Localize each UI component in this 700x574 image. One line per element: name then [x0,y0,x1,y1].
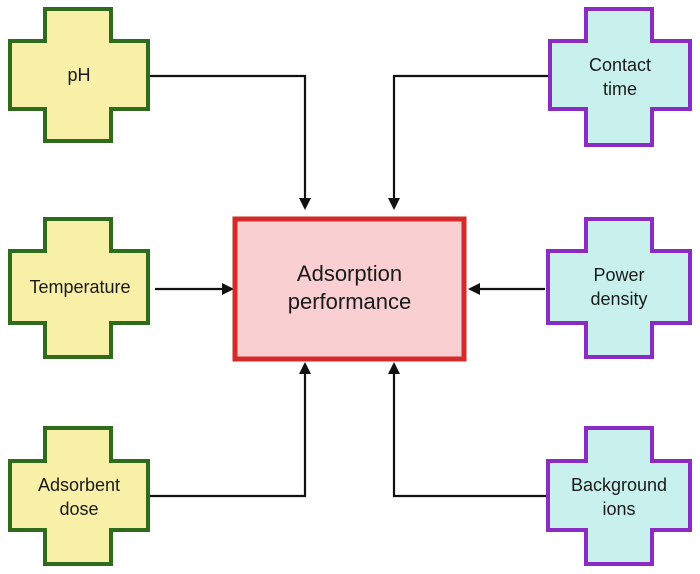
cross-shape [8,217,150,359]
arrow-background-ions-to-center [388,362,550,498]
factor-background-ions: Background ions [546,426,692,566]
center-box [232,216,467,362]
factor-temperature: Temperature [8,217,150,359]
factor-contact-time: Contact time [548,7,692,147]
center-label-line-2: performance [288,289,412,314]
cross-shape [546,426,692,566]
factor-label-contact-time-line-2: time [603,79,637,99]
factor-label-power-density-line-1: Power [593,265,644,285]
center-label-line-1: Adsorption [297,261,402,286]
factor-label-contact-time-line-1: Contact [589,55,651,75]
cross-shape [8,7,150,143]
arrow-contact-time-to-center [388,74,550,210]
factor-label-temperature: Temperature [29,277,130,297]
cross-shape [548,7,692,147]
factor-label-adsorbent-dose-line-1: Adsorbent [38,475,120,495]
factor-label-adsorbent-dose-line-2: dose [59,499,98,519]
factor-label-power-density-line-2: density [590,289,647,309]
factor-ph: pH [8,7,150,143]
cross-shape [8,426,150,566]
cross-shape [546,217,692,359]
arrow-adsorbent-dose-to-center [150,362,311,498]
factor-adsorbent-dose: Adsorbent dose [8,426,150,566]
factor-label-ph: pH [67,65,90,85]
center-node: Adsorption performance [232,216,467,362]
arrow-ph-to-center [150,74,311,210]
factor-power-density: Power density [546,217,692,359]
factor-label-background-ions-line-1: Background [571,475,667,495]
factor-label-background-ions-line-2: ions [602,499,635,519]
